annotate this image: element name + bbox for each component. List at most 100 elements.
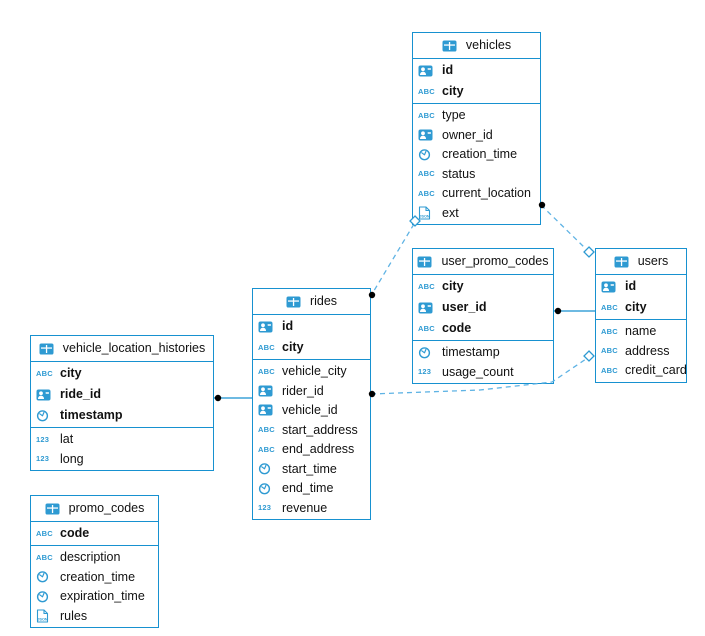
table-promo-codes[interactable]: promo_codes code description creation_ti… xyxy=(30,495,159,628)
text-type-icon xyxy=(601,303,620,312)
column-row[interactable]: owner_id xyxy=(413,125,540,145)
column-row[interactable]: type xyxy=(413,106,540,126)
column-row[interactable]: city xyxy=(31,363,213,384)
column-name: creation_time xyxy=(60,569,136,584)
table-header-users[interactable]: users xyxy=(596,249,686,275)
column-name: start_time xyxy=(282,461,337,476)
clock-icon xyxy=(258,462,277,475)
text-type-icon xyxy=(418,189,437,198)
table-vehicle-location-histories[interactable]: vehicle_location_histories city ride_id … xyxy=(30,335,214,471)
columns-section: timestamp usage_count xyxy=(413,341,553,383)
column-row[interactable]: current_location xyxy=(413,184,540,204)
text-type-icon xyxy=(601,346,620,355)
column-name: timestamp xyxy=(442,345,500,359)
column-name: description xyxy=(60,550,121,564)
column-row[interactable]: lat xyxy=(31,430,213,450)
column-name: rules xyxy=(60,608,88,623)
table-header-promo-codes[interactable]: promo_codes xyxy=(31,496,158,522)
column-row[interactable]: expiration_time xyxy=(31,587,158,607)
id-badge-icon xyxy=(258,385,277,397)
columns-section: description creation_time expiration_tim… xyxy=(31,546,158,627)
id-badge-icon xyxy=(258,404,277,416)
clock-icon xyxy=(36,570,55,583)
table-title: rides xyxy=(309,294,338,309)
column-row[interactable]: id xyxy=(253,316,370,337)
column-row[interactable]: city xyxy=(253,337,370,358)
number-type-icon xyxy=(418,367,437,376)
column-row[interactable]: id xyxy=(596,276,686,297)
column-name: type xyxy=(442,108,466,122)
text-type-icon xyxy=(601,327,620,336)
column-row[interactable]: address xyxy=(596,341,686,361)
column-row[interactable]: user_id xyxy=(413,297,553,318)
column-name: rider_id xyxy=(282,383,324,398)
column-name: city xyxy=(442,84,464,99)
column-row[interactable]: timestamp xyxy=(413,343,553,363)
column-row[interactable]: start_address xyxy=(253,420,370,440)
column-row[interactable]: name xyxy=(596,322,686,342)
column-row[interactable]: end_time xyxy=(253,479,370,499)
column-row[interactable]: JSON ext xyxy=(413,203,540,223)
column-name: revenue xyxy=(282,500,328,515)
column-row[interactable]: id xyxy=(413,60,540,81)
id-badge-icon xyxy=(418,129,437,141)
column-name: user_id xyxy=(442,300,487,315)
column-row[interactable]: vehicle_id xyxy=(253,401,370,421)
table-rides[interactable]: rides id city vehicle_city rider_id xyxy=(252,288,371,520)
table-users[interactable]: users id city name address credi xyxy=(595,248,687,383)
text-type-icon xyxy=(418,324,437,333)
column-row[interactable]: vehicle_city xyxy=(253,362,370,382)
column-row[interactable]: JSON rules xyxy=(31,606,158,626)
column-name: status xyxy=(442,166,476,181)
text-type-icon xyxy=(601,366,620,375)
column-row[interactable]: long xyxy=(31,449,213,469)
column-name: address xyxy=(625,343,670,358)
column-row[interactable]: rider_id xyxy=(253,381,370,401)
column-name: end_time xyxy=(282,481,334,495)
column-row[interactable]: end_address xyxy=(253,440,370,460)
table-title: vehicle_location_histories xyxy=(62,341,206,356)
id-badge-icon xyxy=(36,389,55,401)
table-title: users xyxy=(637,254,669,269)
column-row[interactable]: credit_card xyxy=(596,361,687,381)
column-row[interactable]: revenue xyxy=(253,498,370,518)
column-name: expiration_time xyxy=(60,589,145,603)
table-header-user-promo-codes[interactable]: user_promo_codes xyxy=(413,249,553,275)
column-row[interactable]: timestamp xyxy=(31,405,213,426)
column-row[interactable]: code xyxy=(413,318,553,339)
text-type-icon xyxy=(418,111,437,120)
column-name: code xyxy=(442,321,472,336)
table-vehicles[interactable]: vehicles id city type owner_id c xyxy=(412,32,541,225)
column-row[interactable]: creation_time xyxy=(31,567,158,587)
table-header-vehicle-location-histories[interactable]: vehicle_location_histories xyxy=(31,336,213,362)
relation-user-promo-codes-users[interactable] xyxy=(554,307,595,315)
columns-section: lat long xyxy=(31,428,213,470)
table-user-promo-codes[interactable]: user_promo_codes city user_id code times… xyxy=(412,248,554,384)
column-row[interactable]: city xyxy=(413,276,553,297)
table-header-vehicles[interactable]: vehicles xyxy=(413,33,540,59)
table-header-rides[interactable]: rides xyxy=(253,289,370,315)
column-row[interactable]: description xyxy=(31,548,158,568)
key-columns-section: id city xyxy=(253,315,370,360)
relation-vehicle-location-histories-rides[interactable] xyxy=(214,394,252,402)
id-badge-icon xyxy=(601,281,620,293)
key-columns-section: city user_id code xyxy=(413,275,553,341)
json-icon: JSON xyxy=(418,206,437,220)
table-title: user_promo_codes xyxy=(441,254,549,269)
column-name: name xyxy=(625,324,657,338)
column-row[interactable]: code xyxy=(31,523,158,544)
id-badge-icon xyxy=(418,65,437,77)
column-name: city xyxy=(442,279,464,294)
column-row[interactable]: city xyxy=(596,297,686,318)
column-name: end_address xyxy=(282,442,355,456)
column-row[interactable]: ride_id xyxy=(31,384,213,405)
clock-icon xyxy=(418,346,437,359)
column-row[interactable]: city xyxy=(413,81,540,102)
column-row[interactable]: status xyxy=(413,164,540,184)
column-row[interactable]: start_time xyxy=(253,459,370,479)
table-icon xyxy=(286,296,305,308)
key-columns-section: id city xyxy=(413,59,540,104)
column-row[interactable]: usage_count xyxy=(413,362,553,382)
table-icon xyxy=(442,40,461,52)
column-row[interactable]: creation_time xyxy=(413,145,540,165)
